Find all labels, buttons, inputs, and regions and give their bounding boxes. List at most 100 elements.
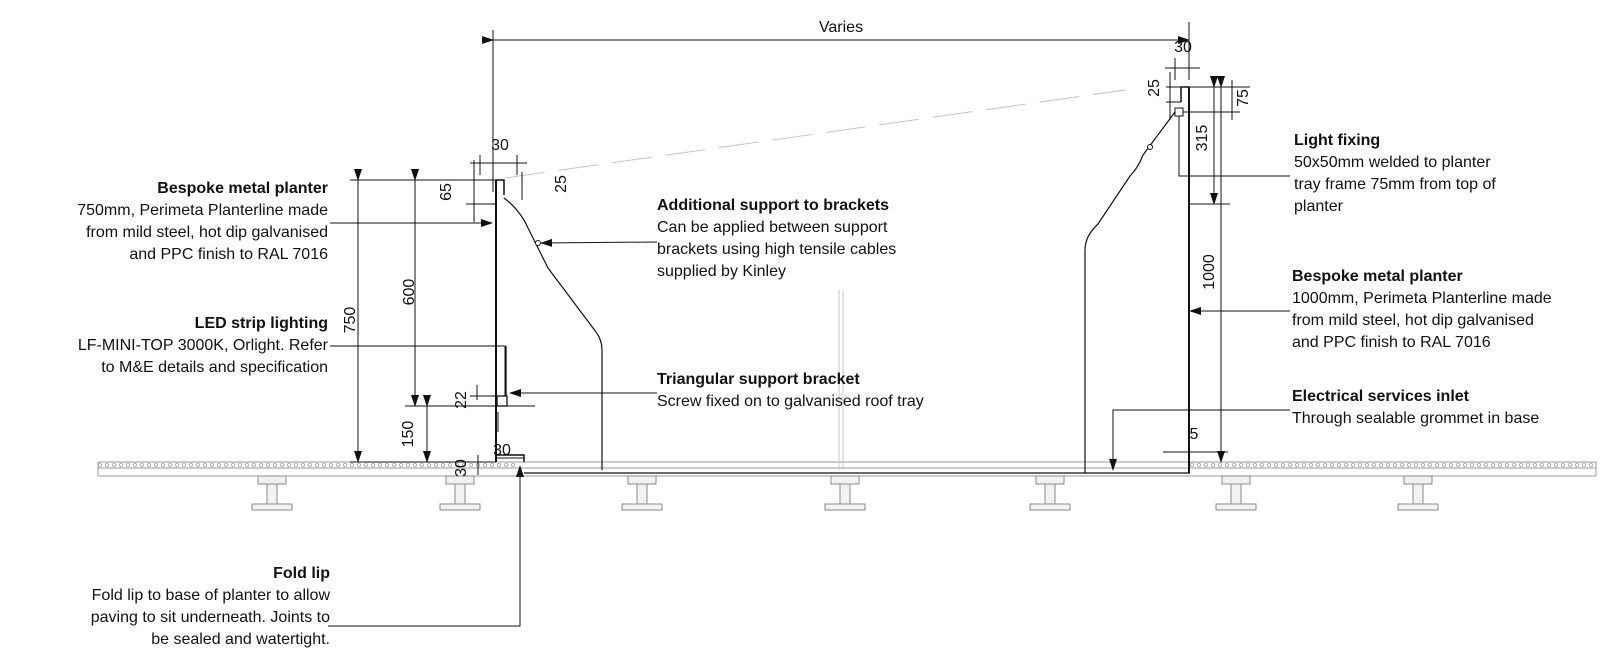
paving-perforation (1190, 462, 1195, 467)
paving-perforation (1568, 462, 1573, 467)
note-electrical-inlet: Electrical services inlet Through sealab… (1292, 386, 1539, 430)
paving-perforation (356, 462, 361, 467)
paving-perforation (1302, 462, 1307, 467)
left-support-bracket (503, 197, 603, 470)
paving-perforation (1386, 462, 1391, 467)
paving-perforation (1547, 462, 1552, 467)
paving-perforation (1218, 462, 1223, 467)
paving-perforation (174, 462, 179, 467)
note-additional-support: Additional support to brackets Can be ap… (657, 195, 896, 283)
dim-right-75: 75 (1235, 89, 1252, 107)
paving-perforation (1337, 462, 1342, 467)
dim-left-top-30: 30 (491, 137, 509, 154)
centre-marks (838, 290, 844, 470)
paving-perforation (202, 462, 207, 467)
note-triangular-bracket-title: Triangular support bracket (657, 371, 860, 388)
paving-perforation (105, 462, 110, 467)
paving-perforation (398, 462, 403, 467)
note-additional-support-body: Can be applied between support brackets … (657, 219, 897, 280)
paving-perforation (272, 462, 277, 467)
paving-perforation (300, 462, 305, 467)
paving-perforation (384, 462, 389, 467)
paving-perforation (1225, 462, 1230, 467)
note-triangular-bracket-body: Screw fixed on to galvanised roof tray (657, 393, 924, 410)
dim-right-5: 5 (1190, 426, 1199, 443)
paving-perforation (1344, 462, 1349, 467)
note-light-fixing-body: 50x50mm welded to planter tray frame 75m… (1294, 154, 1496, 215)
paving-perforation (139, 462, 144, 467)
paving-perforation (1316, 462, 1321, 467)
paving-perforation (230, 462, 235, 467)
pedestal (1029, 475, 1071, 511)
note-electrical-inlet-title: Electrical services inlet (1292, 388, 1469, 405)
paving-perforation (1435, 462, 1440, 467)
paving-perforation (1281, 462, 1286, 467)
paving-perforation (489, 462, 494, 467)
paving-perforation (433, 462, 438, 467)
paving-perforation (112, 462, 117, 467)
note-planter-750-title: Bespoke metal planter (157, 180, 328, 197)
paving-perforation (1498, 462, 1503, 467)
paving-perforation (1309, 462, 1314, 467)
paving-perforation (1232, 462, 1237, 467)
paving-perforation (216, 462, 221, 467)
dim-right-30: 30 (1174, 39, 1192, 56)
paving-perforation (370, 462, 375, 467)
paving-perforation (119, 462, 124, 467)
paving-perforation (146, 462, 151, 467)
paving-perforation (1463, 462, 1468, 467)
paving-perforation (1400, 462, 1405, 467)
pedestal (1215, 475, 1257, 511)
paving-perforation (223, 462, 228, 467)
paving-perforation (1519, 462, 1524, 467)
dim-left-30-vertical: 30 (453, 459, 470, 477)
paving-perforation (1561, 462, 1566, 467)
right-light-fixing (1174, 107, 1184, 117)
pedestal (251, 475, 293, 511)
paving-perforations (98, 462, 1594, 467)
paving-perforation (335, 462, 340, 467)
paving-perforation (482, 462, 487, 467)
note-planter-1000-body: 1000mm, Perimeta Planterline made from m… (1292, 290, 1552, 351)
paving-perforation (1295, 462, 1300, 467)
paving-perforation (209, 462, 214, 467)
paving-perforation (328, 462, 333, 467)
paving-perforation (314, 462, 319, 467)
paving-perforation (1589, 462, 1594, 467)
dim-right-1000: 1000 (1201, 254, 1218, 290)
paving-perforation (510, 462, 515, 467)
paving-perforation (1456, 462, 1461, 467)
leader-lines (328, 116, 1290, 627)
right-planter-wall (1180, 86, 1190, 473)
paving-perforation (377, 462, 382, 467)
note-fold-lip: Fold lip Fold lip to base of planter to … (91, 563, 330, 651)
paving-perforation (419, 462, 424, 467)
paving-perforation (258, 462, 263, 467)
paving-perforation (454, 462, 459, 467)
paving-perforation (98, 462, 103, 467)
paving-perforation (468, 462, 473, 467)
paving-perforation (1365, 462, 1370, 467)
pedestal (824, 475, 866, 511)
note-additional-support-title: Additional support to brackets (657, 197, 890, 214)
note-led-strip: LED strip lighting LF-MINI-TOP 3000K, Or… (78, 313, 328, 379)
paving-perforation (1323, 462, 1328, 467)
paving-perforation (1407, 462, 1412, 467)
note-triangular-bracket: Triangular support bracket Screw fixed o… (657, 369, 924, 413)
paving-perforation (195, 462, 200, 467)
paving-perforation (265, 462, 270, 467)
paving-perforation (167, 462, 172, 467)
paving-perforation (1428, 462, 1433, 467)
left-cable-fixing (535, 240, 541, 246)
dim-right-25: 25 (1146, 79, 1163, 97)
dim-left-22: 22 (453, 391, 470, 409)
right-cable-fixing (1147, 144, 1153, 150)
paving-perforation (1505, 462, 1510, 467)
paving-perforation (1260, 462, 1265, 467)
paving-perforation (1470, 462, 1475, 467)
paving-perforation (1484, 462, 1489, 467)
paving-perforation (1239, 462, 1244, 467)
note-led-strip-body: LF-MINI-TOP 3000K, Orlight. Refer to M&E… (77, 337, 328, 376)
paving-perforation (1204, 462, 1209, 467)
